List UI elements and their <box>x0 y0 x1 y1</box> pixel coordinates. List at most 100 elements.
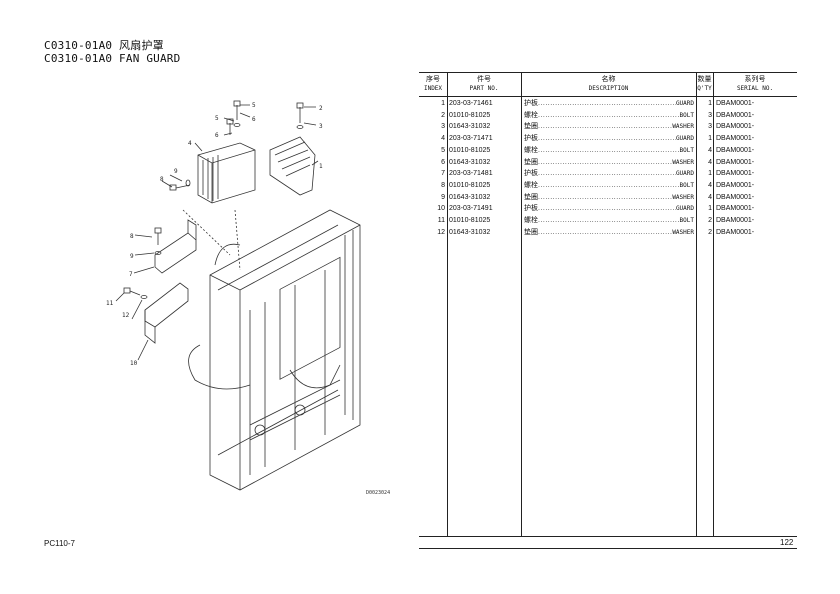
cell-part-no: 203-03-71491 <box>449 205 493 213</box>
col-divider <box>713 73 714 536</box>
table-row: 8 01010-81025 螺栓..........................… <box>419 180 797 192</box>
cell-qty: 3 <box>708 111 712 119</box>
cell-description: 螺栓......................................… <box>524 215 694 227</box>
leader-dots: ........................................… <box>538 111 680 119</box>
cell-part-no: 01643-31032 <box>449 158 491 166</box>
callout-2: 2 <box>319 105 323 112</box>
callout-7: 7 <box>129 271 133 278</box>
cell-serial: DBAM0001- <box>716 217 755 224</box>
cell-index: 12 <box>437 228 445 236</box>
header-qty: 数量 Q'TY <box>697 75 712 92</box>
cell-serial: DBAM0001- <box>716 193 755 201</box>
desc-cn: 护板 <box>524 170 538 178</box>
desc-en: BOLT <box>679 217 694 224</box>
footer-divider <box>419 548 797 549</box>
cell-description: 垫圈......................................… <box>524 157 694 169</box>
callout-4: 4 <box>188 140 192 147</box>
callout-9a: 9 <box>174 168 178 175</box>
leader-dots: ........................................… <box>538 135 676 143</box>
table-header: 序号 INDEX 件号 PART NO. 名称 DESCRIPTION 数量 Q… <box>419 73 797 97</box>
callout-6b: 6 <box>215 132 219 139</box>
cell-index: 9 <box>441 193 445 201</box>
leader-dots: ........................................… <box>538 217 680 224</box>
desc-en: BOLT <box>679 146 694 154</box>
cell-index: 10 <box>437 205 445 213</box>
leader-dots: ........................................… <box>538 158 673 166</box>
leader-dots: ........................................… <box>538 205 676 213</box>
cell-part-no: 203-03-71461 <box>449 100 493 107</box>
cell-description: 垫圈......................................… <box>524 121 694 133</box>
callout-7-top: 5 <box>215 115 219 122</box>
desc-en: WASHER <box>672 228 694 236</box>
cell-serial: DBAM0001- <box>716 181 755 189</box>
col-divider <box>696 73 697 536</box>
page-title: C0310-01A0 风扇护罩 C0310-01A0 FAN GUARD <box>44 39 180 65</box>
desc-en: GUARD <box>675 205 694 213</box>
leader-dots: ........................................… <box>538 123 673 131</box>
cell-serial: DBAM0001- <box>716 205 755 213</box>
cell-serial: DBAM0001- <box>716 100 755 107</box>
cell-part-no: 01010-81025 <box>449 217 491 224</box>
desc-cn: 垫圈 <box>524 123 538 131</box>
desc-cn: 螺栓 <box>524 181 538 189</box>
cell-index: 1 <box>441 100 445 107</box>
cell-description: 螺栓......................................… <box>524 180 694 192</box>
desc-en: BOLT <box>679 181 694 189</box>
desc-cn: 护板 <box>524 100 538 107</box>
cell-index: 6 <box>441 158 445 166</box>
leader-dots: ........................................… <box>538 228 673 236</box>
cell-description: 螺栓......................................… <box>524 145 694 157</box>
table-row: 5 01010-81025 螺栓..........................… <box>419 145 797 157</box>
cell-part-no: 01010-81025 <box>449 146 491 154</box>
cell-serial: DBAM0001- <box>716 228 755 236</box>
cell-index: 8 <box>441 181 445 189</box>
cell-description: 护板......................................… <box>524 133 694 145</box>
cell-serial: DBAM0001- <box>716 123 755 131</box>
desc-en: GUARD <box>675 100 694 107</box>
callout-12: 12 <box>122 312 130 319</box>
desc-cn: 垫圈 <box>524 228 538 236</box>
cell-description: 垫圈......................................… <box>524 192 694 204</box>
cell-serial: DBAM0001- <box>716 146 755 154</box>
callout-6a: 6 <box>252 116 256 123</box>
cell-part-no: 01010-81025 <box>449 111 491 119</box>
cell-description: 垫圈......................................… <box>524 227 694 239</box>
desc-cn: 护板 <box>524 205 538 213</box>
cell-qty: 1 <box>708 100 712 107</box>
table-row: 6 01643-31032 垫圈..........................… <box>419 157 797 169</box>
desc-en: GUARD <box>675 135 694 143</box>
header-serial: 系列号 SERIAL NO. <box>736 75 774 92</box>
cell-index: 5 <box>441 146 445 154</box>
cell-qty: 2 <box>708 217 712 224</box>
callout-5a: 5 <box>252 102 256 109</box>
desc-en: WASHER <box>672 123 694 131</box>
header-index: 序号 INDEX <box>423 75 443 92</box>
desc-en: GUARD <box>675 170 694 178</box>
cell-qty: 1 <box>708 170 712 178</box>
callout-1: 1 <box>319 163 323 170</box>
cell-serial: DBAM0001- <box>716 158 755 166</box>
cell-part-no: 01643-31032 <box>449 193 491 201</box>
cell-description: 护板......................................… <box>524 203 694 215</box>
cell-description: 护板......................................… <box>524 168 694 180</box>
cell-index: 3 <box>441 123 445 131</box>
leader-dots: ........................................… <box>538 170 676 178</box>
page-number: 122 <box>780 538 794 547</box>
col-divider <box>447 73 448 536</box>
table-row: 9 01643-31032 垫圈..........................… <box>419 192 797 204</box>
cell-part-no: 01010-81025 <box>449 181 491 189</box>
cell-description: 护板......................................… <box>524 98 694 110</box>
cell-qty: 3 <box>708 123 712 131</box>
leader-dots: ........................................… <box>538 181 680 189</box>
cell-index: 2 <box>441 111 445 119</box>
desc-en: BOLT <box>679 111 694 119</box>
cell-part-no: 203-03-71481 <box>449 170 493 178</box>
cell-serial: DBAM0001- <box>716 135 755 143</box>
cell-part-no: 203-03-71471 <box>449 135 493 143</box>
title-cn: C0310-01A0 风扇护罩 <box>44 39 164 52</box>
cell-description: 螺栓......................................… <box>524 110 694 122</box>
model-label: PC110-7 <box>44 539 75 548</box>
